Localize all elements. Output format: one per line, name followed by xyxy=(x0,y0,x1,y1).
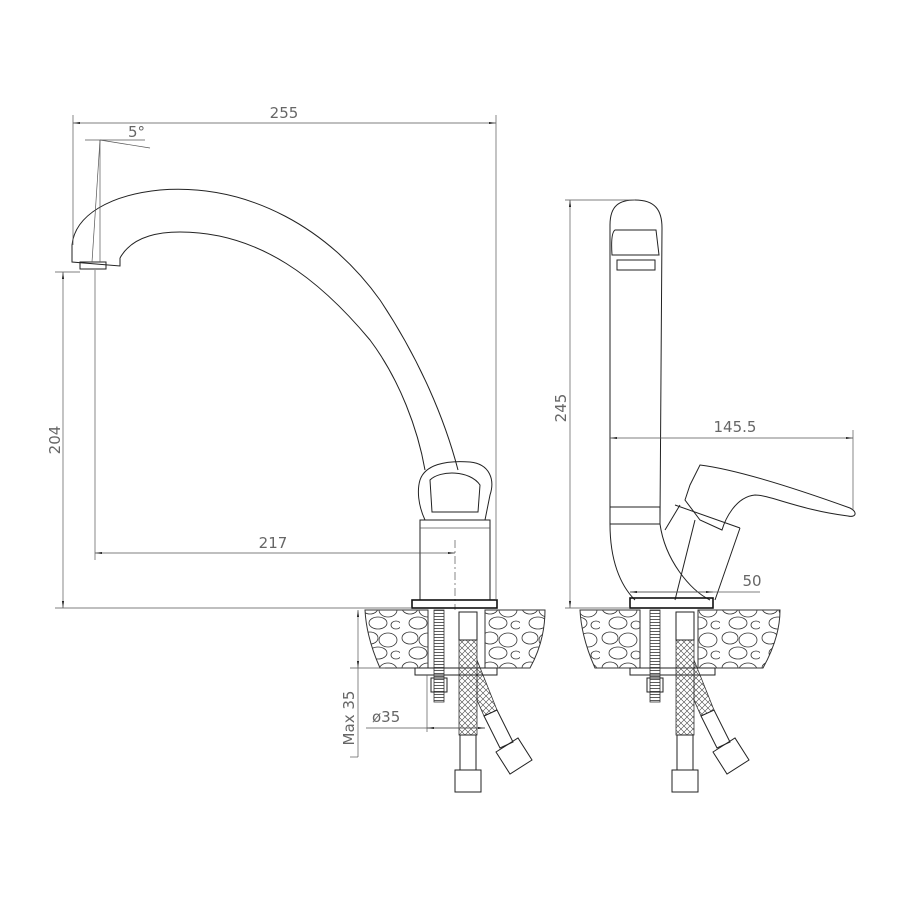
mounting-hardware xyxy=(646,609,750,793)
dim-overall-reach: 255 xyxy=(270,104,299,122)
countertop-section xyxy=(579,609,781,676)
side-view: 245 145.5 50 xyxy=(552,199,856,793)
dim-total-height: 245 xyxy=(552,394,570,423)
spout-column xyxy=(609,199,711,601)
threaded-stud xyxy=(433,609,445,703)
faucet-body xyxy=(411,461,498,610)
nut xyxy=(430,677,448,693)
base-plate xyxy=(629,597,714,609)
hose-nut xyxy=(454,769,482,793)
dim-max-thickness: Max 35 xyxy=(340,691,358,746)
dim-spout-angle: 5° xyxy=(128,123,145,141)
side-dimensions: 245 145.5 50 xyxy=(552,199,854,609)
hose-nut-angled xyxy=(495,737,533,775)
lever-handle xyxy=(664,464,856,601)
dim-lever-reach: 145.5 xyxy=(714,418,757,436)
mounting-hardware xyxy=(430,609,533,793)
spout xyxy=(71,188,459,471)
front-view: 255 5° 204 217 Max 35 ø35 xyxy=(46,104,546,793)
dim-base-diameter: 50 xyxy=(742,572,761,590)
base-plate xyxy=(411,599,498,609)
dim-spout-height: 204 xyxy=(46,426,64,455)
hose-straight xyxy=(458,639,478,736)
countertop-section xyxy=(364,609,546,676)
front-dimensions: 255 5° 204 217 Max 35 ø35 xyxy=(46,104,497,758)
dim-hole-diameter: ø35 xyxy=(372,708,400,726)
dim-spout-reach: 217 xyxy=(259,534,288,552)
aerator xyxy=(79,261,107,270)
aerator xyxy=(616,259,656,271)
